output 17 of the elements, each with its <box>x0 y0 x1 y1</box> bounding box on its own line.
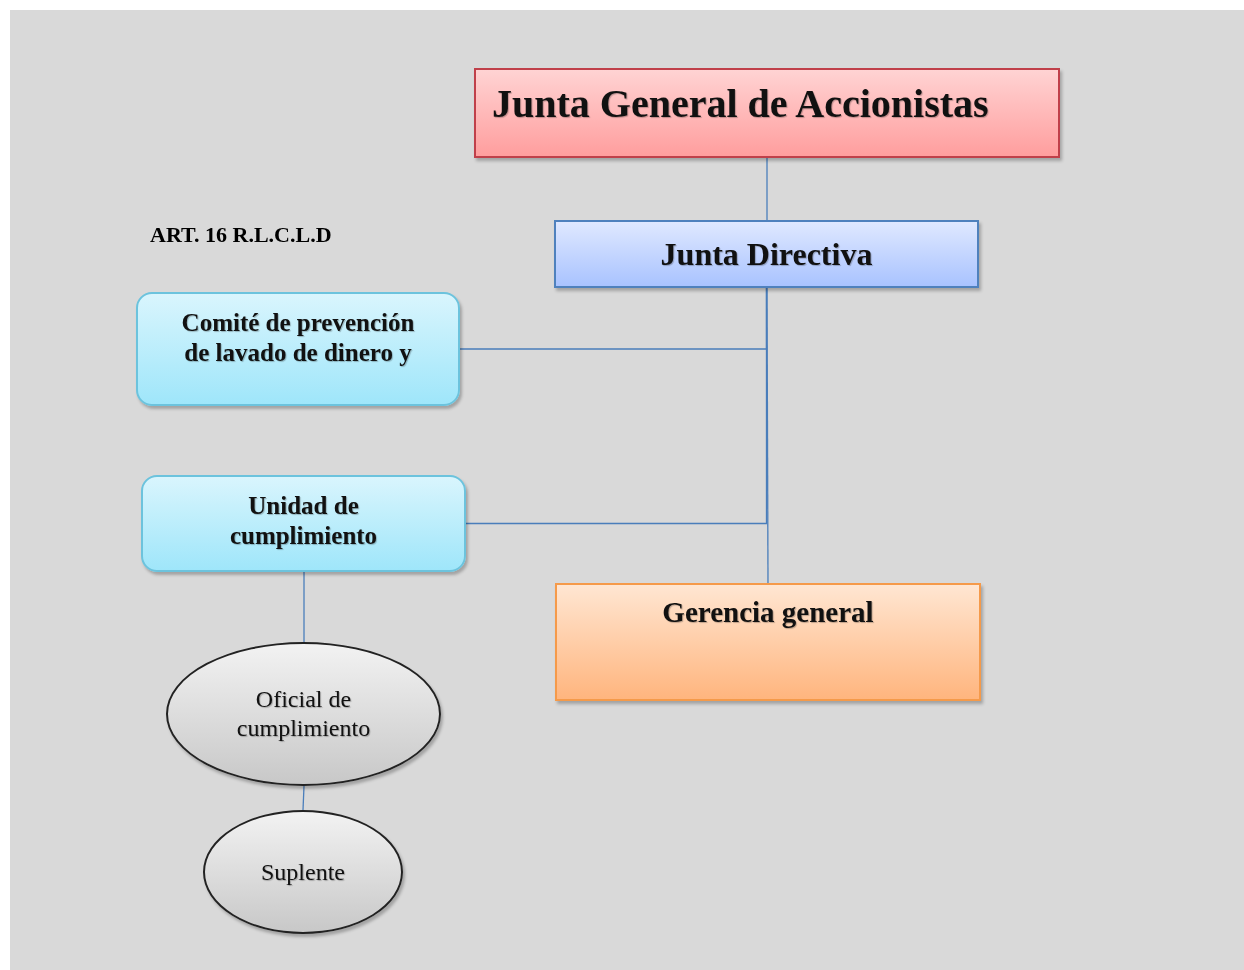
node-text: Junta General de Accionistas <box>492 80 989 128</box>
node-text: Unidad de cumplimiento <box>228 491 379 551</box>
node-text: Junta Directiva <box>660 234 873 274</box>
connector-line <box>302 785 305 811</box>
process-box <box>474 68 1060 158</box>
node-text: Gerencia general <box>662 595 874 630</box>
process-box <box>554 220 979 288</box>
node-text: Suplente <box>261 857 345 887</box>
connector-line <box>303 571 305 643</box>
rounded-box <box>141 475 466 572</box>
process-box <box>555 583 981 701</box>
note-text: ART. 16 R.L.C.L.D <box>150 222 332 248</box>
node-text: Comité de prevención de lavado de dinero y <box>180 308 416 368</box>
node-text: Oficial de cumplimiento <box>235 685 372 743</box>
connector-line <box>766 157 768 221</box>
connector-line <box>766 287 769 584</box>
rounded-box <box>136 292 460 406</box>
